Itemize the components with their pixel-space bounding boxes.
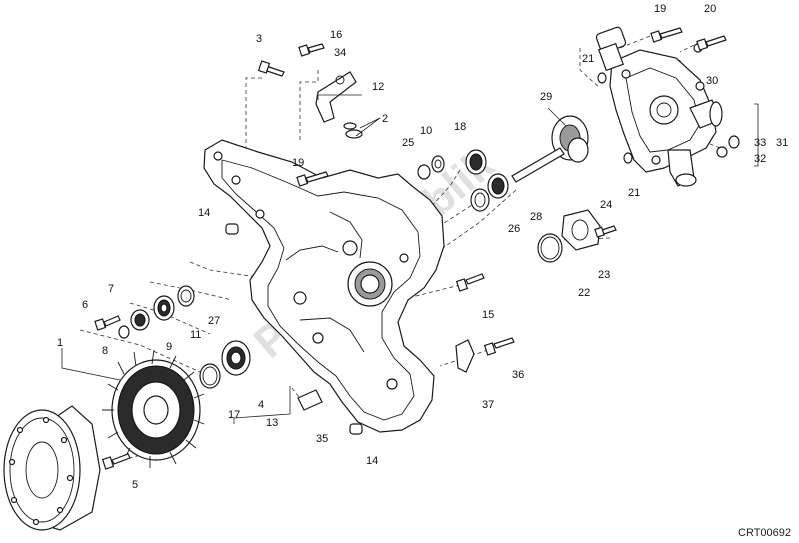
callout-label: 36 — [512, 369, 524, 381]
callout-label: 16 — [330, 29, 342, 41]
callout-label: 8 — [102, 345, 108, 357]
callout-label: 7 — [108, 283, 114, 295]
leader-lines — [61, 94, 759, 424]
generator-stator — [102, 349, 205, 468]
callout-label: 12 — [372, 81, 384, 93]
callout-label: 13 — [266, 417, 278, 429]
callout-label: 31 — [776, 137, 788, 149]
callout-label: 25 — [402, 137, 414, 149]
diagram-code: CRT00692 — [738, 527, 791, 539]
callout-label: 35 — [316, 433, 328, 445]
callout-label: 11 — [190, 329, 201, 341]
callout-label: 21 — [628, 187, 640, 199]
callout-label: 1 — [57, 337, 63, 349]
callout-label: 2 — [382, 113, 388, 125]
flywheel-rotor — [3, 405, 101, 531]
callout-label: 33 — [754, 137, 766, 149]
pickup-sensor — [297, 71, 475, 411]
callout-label: 14 — [366, 455, 378, 467]
callout-label: 9 — [166, 341, 172, 353]
callout-label: 20 — [704, 3, 716, 15]
callout-label: 23 — [598, 269, 610, 281]
callout-label: 18 — [454, 121, 466, 133]
callout-label: 32 — [754, 153, 766, 165]
pump-impeller-shaft — [511, 115, 589, 183]
callout-label: 4 — [258, 399, 264, 411]
callout-label: 5 — [132, 479, 138, 491]
callout-label: 6 — [82, 299, 88, 311]
callout-label: 3 — [256, 33, 262, 45]
callout-label: 19 — [654, 3, 666, 15]
callout-label: 37 — [482, 399, 494, 411]
callout-label: 24 — [600, 199, 612, 211]
bolts — [94, 27, 727, 470]
callout-label: 30 — [706, 75, 718, 87]
callout-label: 15 — [482, 309, 494, 321]
callout-label: 28 — [530, 211, 542, 223]
water-pump-housing — [595, 26, 723, 187]
callout-label: 19 — [292, 157, 304, 169]
callout-label: 17 — [228, 409, 240, 421]
callout-label: 29 — [540, 91, 552, 103]
callout-label: 10 — [420, 125, 432, 137]
callout-label: 26 — [508, 223, 520, 235]
callout-label: 34 — [334, 47, 346, 59]
callout-label: 22 — [578, 287, 590, 299]
callout-label: 14 — [198, 207, 210, 219]
callout-label: 27 — [208, 315, 220, 327]
callout-label: 21 — [582, 53, 594, 65]
callout-labels: 1 2 3 4 5 6 7 8 9 10 11 12 13 14 14 15 1… — [57, 3, 788, 491]
generator-cover — [203, 139, 445, 433]
